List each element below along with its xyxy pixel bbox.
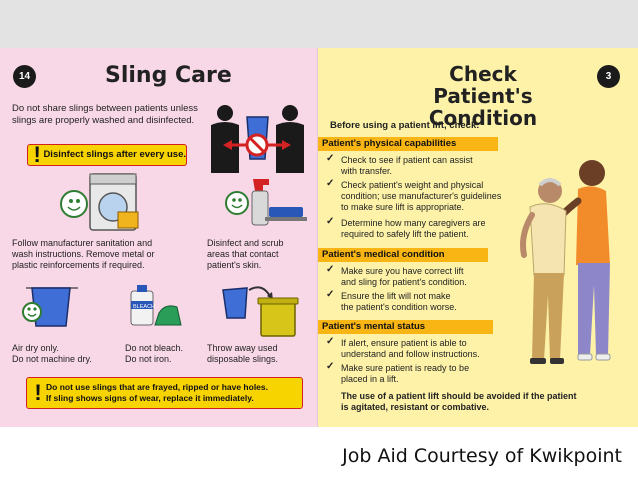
- check-icon: ✓: [326, 289, 335, 300]
- frayed-sling-warning: ! Do not use slings that are frayed, rip…: [26, 377, 303, 409]
- credit-caption: Job Aid Courtesy of Kwikpoint: [342, 445, 622, 467]
- sling-care-panel: 14 Sling Care Do not share slings betwee…: [0, 48, 318, 427]
- no-sharing-illustration: [211, 105, 304, 173]
- mental-item-1-line-2: understand and follow instructions.: [341, 349, 480, 359]
- top-bar: [0, 0, 638, 48]
- check-icon: ✓: [326, 361, 335, 372]
- avoidance-note-line-1: The use of a patient lift should be avoi…: [341, 391, 577, 401]
- warning-icon: !: [33, 142, 41, 167]
- page-title-line-1: Check Patient's: [433, 62, 533, 108]
- mental-item-2-line-1: Make sure patient is ready to be: [341, 363, 470, 373]
- follow-instructions-line-1: Follow manufacturer sanitation and: [12, 238, 153, 248]
- physical-item-2-line-2: condition; use manufacturer's guidelines: [341, 191, 502, 201]
- intro-line-2: slings are properly washed and disinfect…: [12, 115, 195, 126]
- physical-item-2-line-1: Check patient's weight and physical: [341, 180, 484, 190]
- physical-item-1-line-1: Check to see if patient can assist: [341, 155, 473, 165]
- bleach-label: BLEACH: [133, 304, 155, 310]
- page-number-badge: 3: [597, 65, 620, 88]
- check-icon: ✓: [326, 216, 335, 227]
- page-title: Check Patient's Condition: [398, 63, 568, 129]
- air-dry-line-2: Do not machine dry.: [12, 354, 92, 364]
- mental-item-1-line-1: If alert, ensure patient is able to: [341, 338, 467, 348]
- check-icon: ✓: [326, 336, 335, 347]
- medical-item-2-line-2: the patient's condition worse.: [341, 302, 457, 312]
- page-number-badge: 14: [13, 65, 36, 88]
- check-icon: ✓: [326, 264, 335, 275]
- footer: [0, 427, 638, 479]
- caregiver-patient-illustration: [520, 160, 611, 364]
- avoidance-note-line-2: is agitated, resistant or combative.: [341, 402, 490, 412]
- disinfect-warning: ! Disinfect slings after every use.: [27, 142, 187, 167]
- disinfect-warning-text: Disinfect slings after every use.: [43, 149, 186, 160]
- intro-line-1: Do not share slings between patients unl…: [12, 103, 198, 114]
- medical-item-1-line-2: and sling for patient's condition.: [341, 277, 467, 287]
- scrub-line-3: patient's skin.: [207, 260, 262, 270]
- medical-item-2-line-1: Ensure the lift will not make: [341, 291, 451, 301]
- throwaway-line-2: disposable slings.: [207, 354, 279, 364]
- follow-instructions-line-3: plastic reinforcements if required.: [12, 260, 145, 270]
- lead-text: Before using a patient lift, check:: [330, 120, 480, 131]
- throwaway-line-1: Throw away used: [207, 343, 278, 353]
- mental-item-2-line-2: placed in a lift.: [341, 374, 399, 384]
- frayed-warning-line-2: If sling shows signs of wear, replace it…: [46, 393, 254, 403]
- section-medical-condition: Patient's medical condition: [318, 248, 488, 262]
- air-dry-line-1: Air dry only.: [12, 343, 59, 353]
- section-mental-status: Patient's mental status: [318, 320, 493, 334]
- medical-item-1-line-1: Make sure you have correct lift: [341, 266, 464, 276]
- physical-item-3-line-2: required to safely lift the patient.: [341, 229, 469, 239]
- page-title-line-2: Condition: [428, 106, 538, 130]
- check-icon: ✓: [326, 153, 335, 164]
- bleach-line-1: Do not bleach.: [125, 343, 184, 353]
- frayed-warning-line-1: Do not use slings that are frayed, rippe…: [46, 382, 268, 392]
- section-physical-capabilities: Patient's physical capabilities: [318, 137, 498, 151]
- physical-item-1-line-2: with transfer.: [341, 166, 393, 176]
- air-dry-illustration: [22, 287, 78, 327]
- disposable-bin-illustration: [222, 286, 299, 337]
- follow-instructions-line-2: wash instructions. Remove metal or: [12, 249, 155, 259]
- spray-bottle-illustration: [225, 179, 307, 226]
- page-title: Sling Care: [105, 63, 232, 88]
- physical-item-3-line-1: Determine how many caregivers are: [341, 218, 486, 228]
- scrub-line-1: Disinfect and scrub: [207, 238, 284, 248]
- bleach-line-2: Do not iron.: [125, 354, 172, 364]
- bleach-iron-illustration: BLEACH: [130, 285, 182, 326]
- page-divider: [317, 48, 318, 427]
- physical-item-2-line-3: to make sure lift is appropriate.: [341, 202, 465, 212]
- scrub-line-2: areas that contact: [207, 249, 279, 259]
- washing-machine-illustration: [60, 173, 139, 231]
- warning-icon: !: [34, 380, 42, 405]
- check-icon: ✓: [326, 178, 335, 189]
